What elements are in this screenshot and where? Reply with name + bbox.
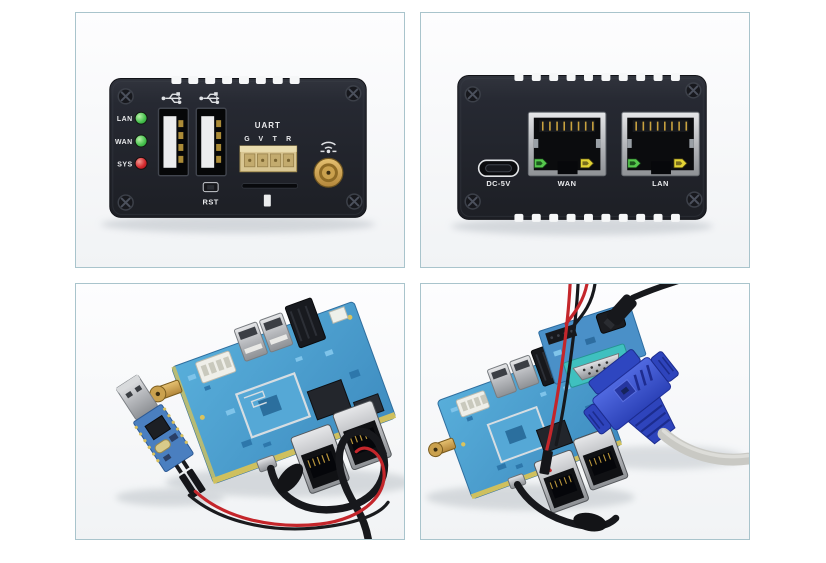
wifi-shield-area (486, 405, 552, 464)
usb-icon (199, 92, 220, 105)
lan-port-label: LAN (652, 179, 669, 188)
sma-antenna-connector (313, 157, 344, 188)
usb-stack-ports (233, 312, 294, 362)
screw-icon (464, 193, 481, 210)
uart-pin-t: T (273, 136, 278, 143)
screw-icon (464, 86, 481, 103)
vga-cable (657, 427, 749, 466)
gpio-header (284, 297, 326, 349)
screw-icon (346, 193, 363, 210)
front-panel-photo[interactable]: LAN WAN SYS RST UART G V (75, 12, 405, 268)
lan-led-label: LAN (117, 116, 133, 123)
antenna-icon (320, 141, 337, 154)
usb-cable-connector (276, 463, 304, 494)
rst-label: RST (202, 197, 218, 206)
wan-led-label: WAN (115, 139, 133, 146)
small-connector (328, 306, 349, 325)
vga-thumbscrew-left (583, 403, 612, 435)
crystal-oscillator (154, 439, 171, 454)
dupont-connector (539, 450, 553, 475)
usb-power-cable (267, 427, 389, 539)
device-shadow (100, 215, 376, 234)
red-jumper-wire (193, 446, 386, 527)
power-label: DC-5V (486, 179, 510, 188)
vent-slots (171, 76, 300, 84)
screw-icon (345, 85, 362, 102)
wan-yellow-led (580, 158, 595, 169)
uart-pin-r: R (286, 136, 291, 143)
soc-chip (535, 419, 574, 454)
wan-rj45-port (527, 111, 607, 177)
uart-connector (239, 145, 298, 173)
usb-port-2 (195, 107, 227, 177)
usb-power-cable (513, 480, 620, 530)
rj45-jack-2 (573, 427, 629, 491)
micro-usb-power-port (477, 159, 520, 178)
device-shadow (450, 217, 714, 236)
screw-icon (686, 191, 703, 208)
wan-port-label: WAN (558, 179, 577, 188)
lan-led (134, 111, 148, 125)
board-usb-serial-photo[interactable] (75, 283, 405, 540)
vga-thumbscrew-right (650, 351, 679, 382)
rear-panel-photo[interactable]: DC-5V WAN (420, 12, 750, 268)
vent-slots (514, 73, 680, 222)
screw-icon (685, 82, 702, 99)
lan-rj45-port (621, 111, 700, 177)
usb-port-1 (157, 107, 190, 177)
sys-led (134, 156, 148, 170)
black-jumper-wire (187, 493, 390, 531)
dc-power-plug (603, 294, 637, 330)
jst-connector (195, 350, 237, 384)
dupont-connectors (179, 468, 206, 498)
wan-led (134, 134, 148, 148)
vga-cable-highlight (661, 429, 749, 459)
board-vga-photo[interactable] (420, 283, 750, 540)
rst-button (202, 182, 219, 193)
usb-stack-ports (487, 355, 540, 399)
wifi-shield-area (234, 372, 312, 439)
usb-serial-dongle (115, 374, 194, 474)
lan-yellow-led (673, 158, 688, 169)
lan-green-led (627, 158, 642, 169)
serial-ic-chip (144, 414, 172, 441)
jst-connector (455, 390, 490, 418)
sd-card-slot (241, 183, 299, 207)
uart-pin-g: G (244, 136, 249, 143)
dc-power-cable (629, 284, 679, 301)
sma-pigtail-connector (428, 437, 457, 458)
usb-icon (161, 92, 182, 105)
sys-led-label: SYS (117, 161, 132, 168)
wan-green-led (533, 158, 548, 169)
sma-pigtail-connector (149, 379, 183, 403)
adapter-pin-header (545, 324, 578, 345)
uart-title: UART (255, 121, 281, 130)
screw-icon (117, 194, 134, 211)
sbc-board (149, 297, 397, 494)
uart-pin-v: V (259, 136, 264, 143)
jumper-wires (544, 284, 597, 473)
screw-icon (117, 88, 134, 105)
usb-cable-connector (573, 512, 607, 532)
